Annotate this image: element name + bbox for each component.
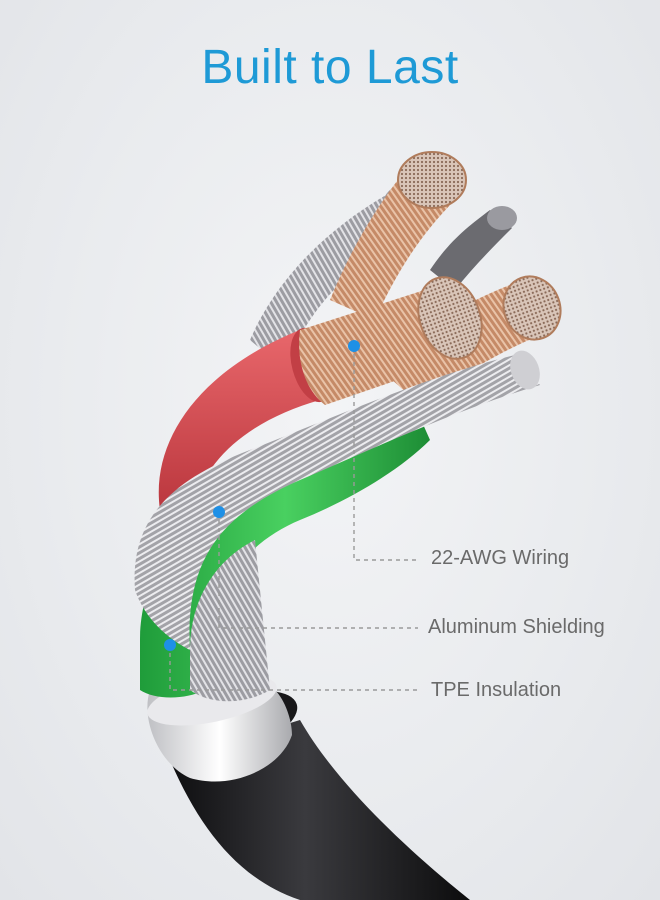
callout-22-awg-wiring: 22-AWG Wiring (431, 547, 570, 569)
leader-line-wiring (353, 346, 420, 561)
copper-conductor-main (299, 276, 483, 405)
marker-dot-insulation (164, 639, 176, 651)
green-core (140, 395, 430, 698)
dark-strand (430, 206, 517, 290)
headline-title: Built to Last (201, 41, 459, 94)
callout-aluminum-shielding: Aluminum Shielding (428, 616, 605, 638)
silver-shielding-strand (134, 350, 541, 702)
markers (164, 340, 360, 651)
callout-tpe-insulation: TPE Insulation (431, 679, 562, 701)
leader-line-insulation (169, 645, 420, 691)
leader-line-shielding (218, 512, 418, 629)
marker-dot-shielding (213, 506, 225, 518)
marker-dot-wiring (348, 340, 360, 352)
leader-lines (169, 346, 420, 691)
copper-strand-top (330, 151, 467, 320)
